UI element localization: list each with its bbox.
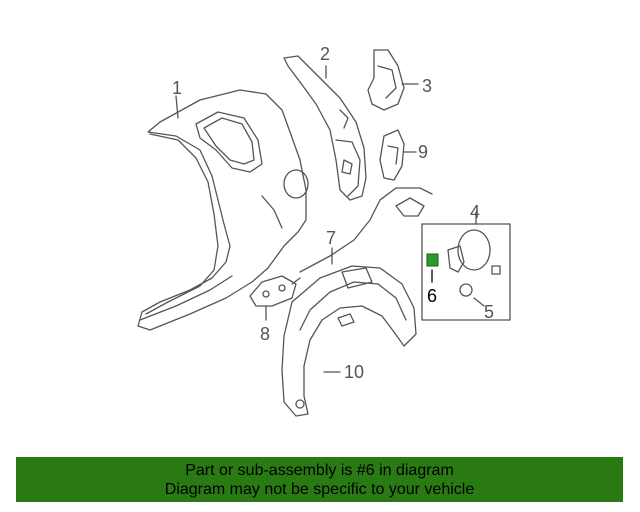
callout-2[interactable]: 2	[320, 44, 330, 64]
bumper-part[interactable]	[459, 283, 473, 297]
callout-4[interactable]: 4	[470, 202, 480, 222]
release-cable	[299, 187, 433, 273]
callout-9[interactable]: 9	[418, 142, 428, 162]
info-banner: Part or sub-assembly is #6 in diagram Di…	[16, 457, 623, 502]
leader-line-5	[473, 297, 485, 307]
fuel-door-assembly[interactable]	[421, 223, 511, 321]
fuel-door-box	[421, 223, 511, 321]
callout-10[interactable]: 10	[344, 362, 364, 382]
callout-3[interactable]: 3	[422, 76, 432, 96]
banner-line-disclaimer: Diagram may not be specific to your vehi…	[164, 481, 475, 498]
callout-6[interactable]: 6	[427, 286, 437, 306]
latch-part[interactable]	[249, 275, 301, 307]
release-handle-part[interactable]	[395, 197, 425, 217]
leader-line-1	[175, 95, 179, 119]
callout-7[interactable]: 7	[326, 228, 336, 248]
quarter-panel-part[interactable]	[137, 89, 309, 331]
wheelhouse-liner-part[interactable]	[281, 265, 417, 417]
screw-part[interactable]	[491, 265, 501, 275]
fuel-door-hinge-part[interactable]	[447, 245, 465, 273]
parts-diagram: 1 2 3 4 5 6 7 8 9 10	[137, 44, 511, 417]
reinforcement-part[interactable]	[379, 129, 405, 181]
banner-line-part-number: Part or sub-assembly is #6 in diagram	[185, 462, 454, 479]
inner-pillar-part[interactable]	[283, 55, 367, 201]
fuel-door-part[interactable]	[457, 229, 491, 271]
callout-5[interactable]: 5	[484, 302, 494, 322]
callout-8[interactable]: 8	[260, 324, 270, 344]
bracket-part[interactable]	[367, 49, 405, 111]
highlighted-part-6[interactable]	[426, 253, 439, 267]
callout-1[interactable]: 1	[172, 78, 182, 98]
